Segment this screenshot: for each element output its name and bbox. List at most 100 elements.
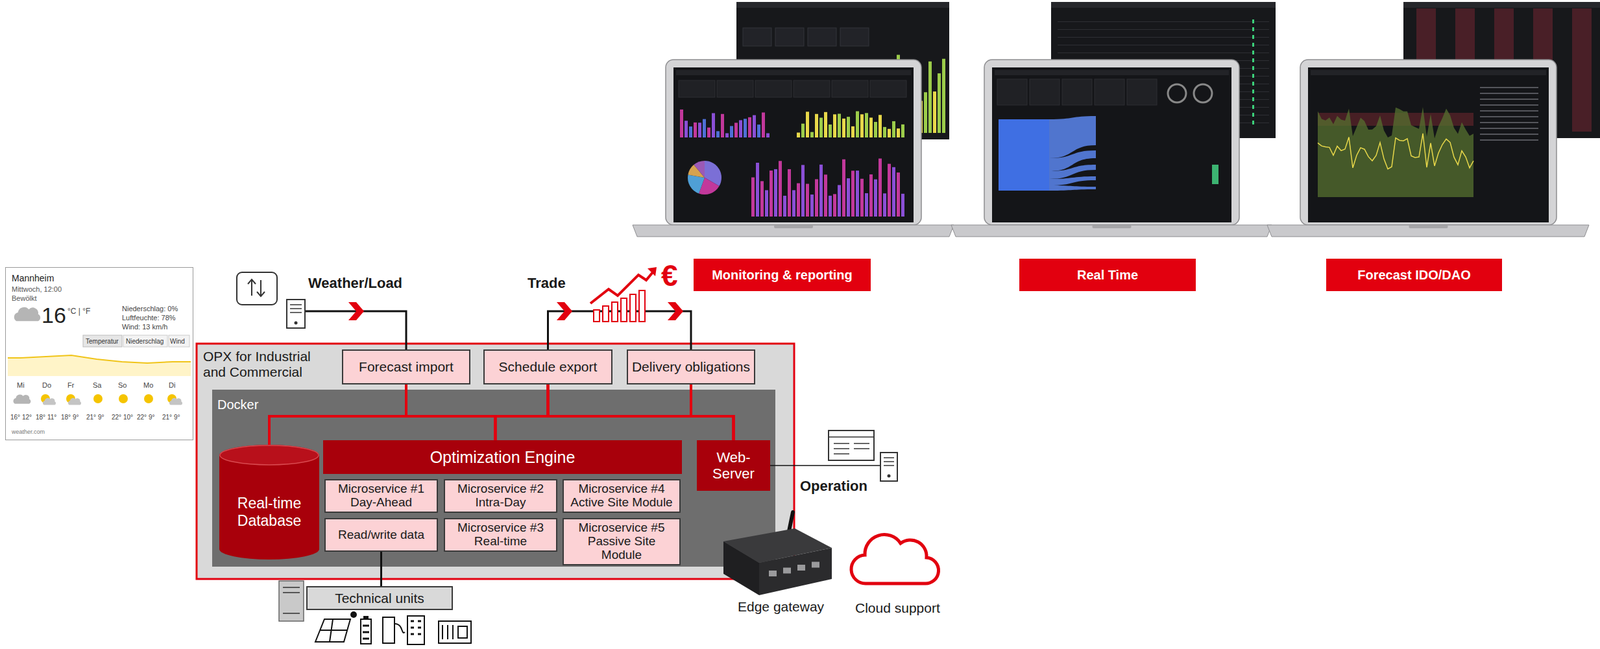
sun-symbol xyxy=(144,394,154,404)
widget-tab xyxy=(123,335,168,348)
bar xyxy=(801,164,805,217)
status-dot xyxy=(1252,97,1255,102)
screenshot-bar-chart xyxy=(928,61,932,134)
cloud-symbol xyxy=(42,398,56,406)
status-dot xyxy=(1252,120,1255,125)
bar xyxy=(855,170,860,217)
bar xyxy=(720,114,725,138)
bar xyxy=(716,131,720,138)
legend-row xyxy=(1479,133,1539,135)
bar xyxy=(810,194,814,217)
view-label: Monitoring & reporting xyxy=(693,258,871,292)
connector xyxy=(495,384,691,441)
service-heading: Read/write data xyxy=(338,528,425,543)
technical-units-box: Technical units xyxy=(306,586,453,611)
laptop-notch xyxy=(1092,225,1132,229)
chevron xyxy=(556,302,573,321)
temperature-line xyxy=(7,355,191,364)
laptop-base xyxy=(951,225,1272,237)
bar xyxy=(837,184,841,217)
bar xyxy=(751,177,755,217)
bar xyxy=(846,116,850,138)
transfer-arrows xyxy=(247,279,265,297)
interface-box: Delivery obligations xyxy=(626,349,756,385)
server-slots xyxy=(883,458,895,466)
legend-row xyxy=(1479,139,1539,141)
legend-row xyxy=(1479,127,1539,130)
connector xyxy=(269,384,407,446)
bar xyxy=(901,193,905,217)
cloud-symbol xyxy=(13,395,32,405)
screenshot-tile xyxy=(840,27,869,47)
service-heading: Microservice #5 xyxy=(578,521,665,536)
bar xyxy=(783,195,787,217)
trade-bar xyxy=(593,310,600,322)
bar xyxy=(896,128,900,138)
pie-slice xyxy=(693,160,705,178)
opx-panel xyxy=(196,343,795,580)
cloud-symbol xyxy=(68,398,82,406)
bar xyxy=(824,174,828,217)
decor-group xyxy=(304,1,1600,466)
status-dot xyxy=(1252,58,1255,63)
trade-bar xyxy=(620,298,627,322)
bar xyxy=(760,181,764,217)
node-text: 22° 9° xyxy=(136,413,155,422)
panel-group xyxy=(196,343,795,580)
kpi-tile xyxy=(831,80,869,98)
area-chart xyxy=(1317,107,1474,198)
bar xyxy=(743,118,747,138)
node-text: Sa xyxy=(92,381,102,390)
legend-row xyxy=(1479,104,1539,106)
legend-row xyxy=(1479,116,1539,118)
kpi-tile xyxy=(793,80,830,98)
service-heading: Microservice #3 xyxy=(457,521,544,536)
bar xyxy=(725,133,729,138)
sankey-source xyxy=(998,119,1050,191)
kpi-tile xyxy=(678,80,716,98)
cloud-symbol xyxy=(169,398,183,406)
bar xyxy=(833,114,837,138)
line-chart xyxy=(1317,133,1474,170)
widget-tab xyxy=(83,335,122,348)
connector xyxy=(269,384,549,446)
status-bar xyxy=(1212,164,1219,185)
sankey-flow xyxy=(1049,185,1096,191)
trade-bar xyxy=(602,306,609,322)
status-dot xyxy=(1252,27,1255,32)
chevron xyxy=(667,302,684,321)
bar xyxy=(707,127,711,138)
laptop-base xyxy=(1267,225,1589,237)
charger-cable xyxy=(394,624,405,634)
server-led xyxy=(887,474,891,479)
bar xyxy=(860,179,864,217)
bar xyxy=(842,159,846,217)
laptop-lid xyxy=(984,59,1240,226)
screenshot-tile xyxy=(807,27,837,47)
bar xyxy=(752,115,756,138)
bar xyxy=(892,121,896,138)
server-icon xyxy=(286,299,305,329)
node-text: Technical units xyxy=(334,591,425,607)
file-icon xyxy=(236,272,278,305)
bar xyxy=(851,126,855,138)
bar xyxy=(842,118,846,138)
battery-cells xyxy=(362,626,370,640)
trade-bar xyxy=(630,294,636,322)
node-text: Web-Server xyxy=(700,449,767,483)
node-text: Do xyxy=(42,381,52,390)
table-row xyxy=(1057,36,1270,38)
bar xyxy=(729,125,734,138)
laptop-screen xyxy=(992,67,1232,223)
docker-panel: DockerReal-time DatabaseOptimization Eng… xyxy=(212,389,776,568)
currency-symbol: € xyxy=(661,258,679,294)
caption-label: Operation xyxy=(800,478,868,496)
bar xyxy=(761,112,765,138)
connector xyxy=(548,311,692,350)
microservice-box: Microservice #3Real-time xyxy=(443,518,558,553)
status-dot xyxy=(1252,50,1255,55)
bar xyxy=(828,195,832,217)
cylinder-body xyxy=(219,445,320,560)
bar xyxy=(883,193,887,217)
bar xyxy=(684,120,688,138)
